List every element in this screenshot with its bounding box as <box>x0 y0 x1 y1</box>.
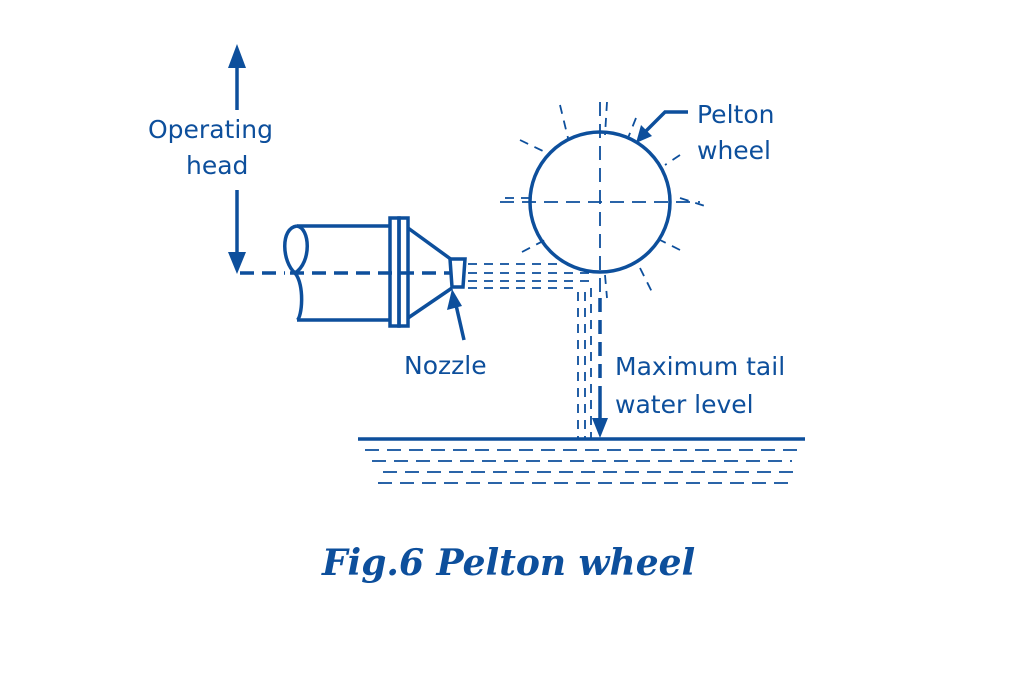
pelton-wheel-label-line2: wheel <box>697 136 771 165</box>
tail-water-label-line2: water level <box>615 390 754 419</box>
tail-water-arrow <box>592 298 608 438</box>
pelton-wheel <box>500 101 706 300</box>
nozzle-label: Nozzle <box>404 351 487 380</box>
tail-water-label-line1: Maximum tail <box>615 352 785 381</box>
operating-head-label-line2: head <box>186 151 248 180</box>
operating-head-label-line1: Operating <box>148 115 273 144</box>
tail-water <box>358 437 805 484</box>
pelton-wheel-arrow <box>636 110 688 143</box>
nozzle <box>406 226 467 320</box>
pelton-wheel-label-line1: Pelton <box>697 100 774 129</box>
water-jet <box>468 263 595 438</box>
nozzle-arrow <box>447 289 466 341</box>
figure-caption: Fig.6 Pelton wheel <box>321 542 695 584</box>
wheel-buckets <box>505 101 706 299</box>
penstock-pipe <box>283 216 450 328</box>
operating-head-arrow <box>228 44 285 275</box>
